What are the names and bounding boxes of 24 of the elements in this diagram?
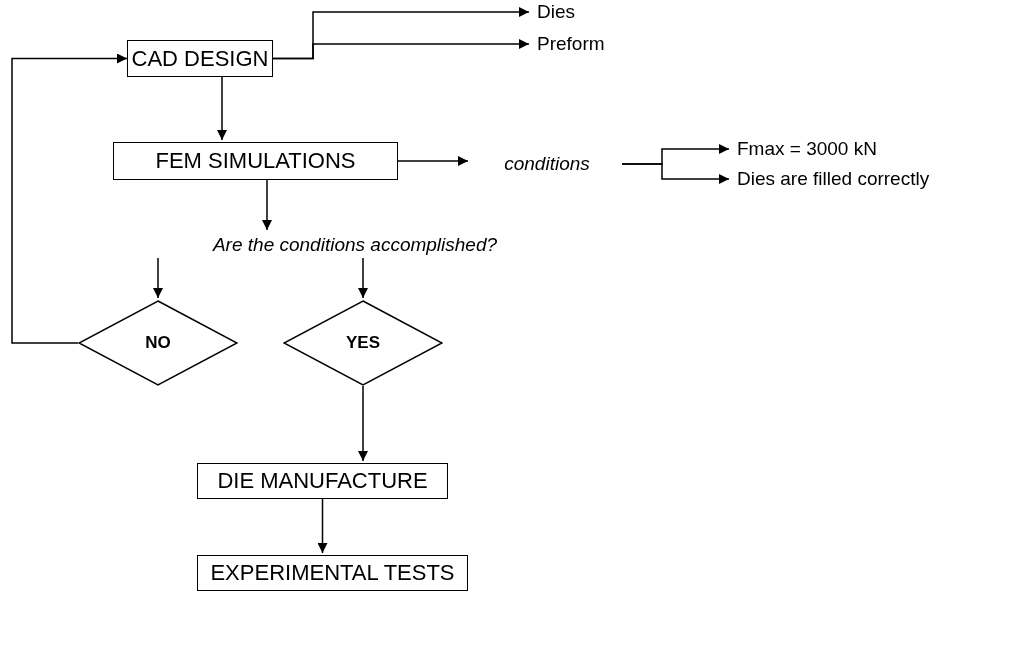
flow-text: Fmax = 3000 kN xyxy=(737,136,927,162)
arrow xyxy=(153,257,163,299)
decision-diamond xyxy=(283,300,443,386)
flow-text: Dies xyxy=(537,0,617,24)
process-box: CAD DESIGN xyxy=(127,40,273,77)
arrow xyxy=(358,385,368,462)
flow-text: Are the conditions accomplished? xyxy=(150,232,560,258)
arrow xyxy=(621,163,730,184)
arrow xyxy=(217,76,227,141)
process-box: EXPERIMENTAL TESTS xyxy=(197,555,468,591)
process-box: DIE MANUFACTURE xyxy=(197,463,448,499)
arrow xyxy=(397,156,469,166)
decision-diamond xyxy=(78,300,238,386)
flow-text: Dies are filled correctly xyxy=(737,166,977,192)
arrow xyxy=(262,179,272,231)
decision-label: NO xyxy=(145,333,171,353)
flow-text: conditions xyxy=(472,151,622,177)
process-box: FEM SIMULATIONS xyxy=(113,142,398,180)
arrow xyxy=(11,53,128,344)
arrow xyxy=(317,498,328,554)
decision-label: YES xyxy=(346,333,380,353)
flow-text: Preform xyxy=(537,32,637,56)
arrow xyxy=(272,39,530,60)
arrow xyxy=(358,257,368,299)
